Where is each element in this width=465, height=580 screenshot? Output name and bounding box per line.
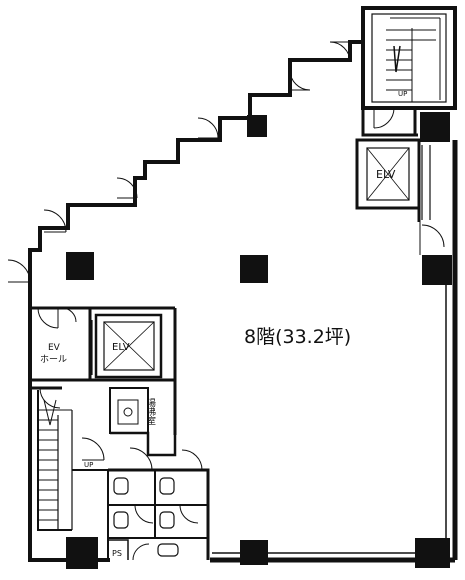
left-exterior-wall: [28, 285, 110, 562]
elevator-right-door-wall: [417, 145, 445, 255]
outer-walls: [28, 40, 458, 563]
elevator-left: [91, 313, 163, 379]
right-upper-walls: [361, 108, 418, 137]
column: [240, 255, 268, 283]
ev-hall-label-line1: EV: [48, 343, 61, 353]
stairwell-bottom: [30, 386, 110, 531]
stairwell-top: [361, 6, 457, 129]
column: [66, 252, 94, 280]
ev-hall-block: [30, 306, 177, 435]
elevator-right-label: ELV: [376, 168, 396, 181]
column: [66, 537, 98, 569]
stair-up-label-top: UP: [398, 90, 407, 98]
kitchenette-label: 湯沸室: [145, 398, 156, 425]
column: [422, 255, 452, 285]
ev-hall-label-line2: ホール: [40, 354, 67, 365]
stair-up-label-bottom: UP: [84, 461, 93, 469]
floor-label: 8階(33.2坪): [244, 326, 351, 348]
structural-columns: [66, 112, 452, 569]
pipe-shaft-label: PS: [112, 549, 122, 558]
column: [420, 112, 450, 142]
stepped-wall-doors: [7, 41, 351, 283]
elevator-right: [355, 138, 421, 210]
column: [247, 115, 267, 137]
toilet-block: [107, 447, 210, 561]
column: [240, 540, 268, 565]
column: [415, 538, 450, 568]
stepped-diagonal-wall: [28, 40, 363, 285]
elevator-left-label: ELV: [112, 342, 130, 353]
kitchenette: [109, 387, 177, 457]
